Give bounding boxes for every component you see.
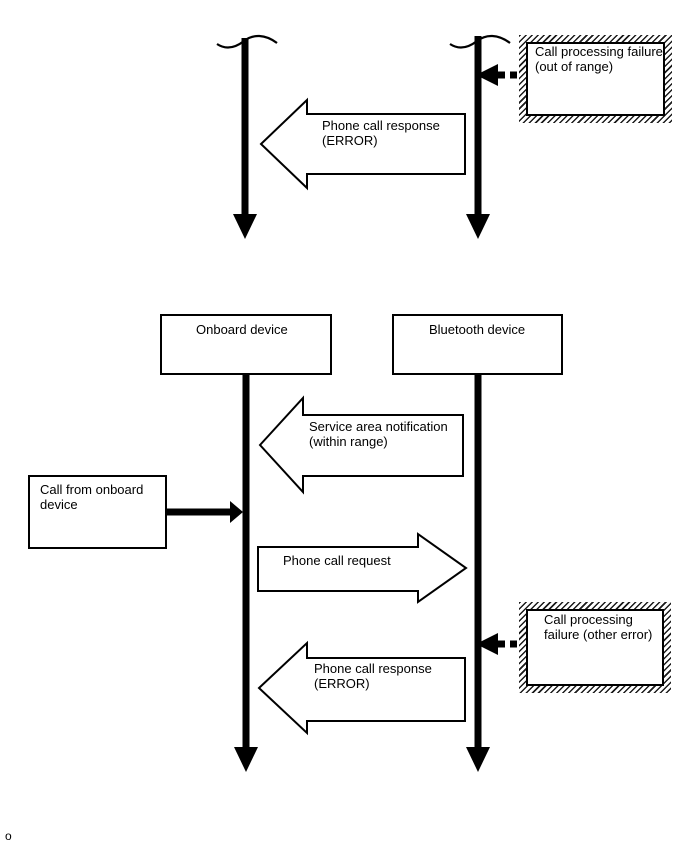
dashed-arrowhead-left-icon [476, 633, 498, 655]
arrow-label-line: (within range) [309, 434, 388, 449]
response-error-top-label: Phone call response (ERROR) [322, 118, 440, 148]
solid-arrowhead-right-icon [230, 501, 243, 523]
lifeline-arrowhead-down-icon [233, 214, 257, 239]
call-from-onboard-note-box [28, 475, 167, 549]
arrow-label-line: Phone call response [314, 661, 432, 676]
note-line: Call from onboard [40, 482, 144, 497]
message-arrow-response-error-bottom [257, 640, 466, 736]
arrow-label-line: Service area notification [309, 419, 448, 434]
response-error-bottom-label: Phone call response (ERROR) [314, 661, 432, 691]
lifeline-arrowhead-down-icon [466, 747, 490, 772]
hatched-note-inner [526, 609, 664, 686]
hatched-note-out-of-range [519, 35, 672, 123]
message-arrow-request [257, 532, 468, 604]
arrow-label-line: (ERROR) [314, 676, 370, 691]
note-line: Call processing [544, 612, 633, 627]
bluetooth-device-label: Bluetooth device [429, 322, 526, 337]
out-of-range-note-label: Call processing failure (out of range) [535, 44, 663, 74]
dashed-arrowhead-left-icon [476, 64, 498, 86]
hatched-note-other-error [519, 602, 671, 693]
lifeline-arrowhead-down-icon [234, 747, 258, 772]
bluetooth-device-box [392, 314, 563, 375]
service-area-label: Service area notification (within range) [309, 419, 448, 449]
arrow-label-line: Phone call response [322, 118, 440, 133]
note-line: Call processing failure [535, 44, 663, 59]
call-from-onboard-label: Call from onboard device [40, 482, 143, 512]
note-line: (out of range) [535, 59, 614, 74]
other-error-note-label: Call processing failure (other error) [544, 612, 652, 642]
hatched-note-inner [526, 42, 665, 116]
arrow-label-line: (ERROR) [322, 133, 378, 148]
footer-mark: o [5, 829, 12, 843]
onboard-device-label: Onboard device [196, 322, 288, 337]
message-arrow-service-area [258, 395, 464, 495]
lifeline-arrowhead-down-icon [466, 214, 490, 239]
note-line: device [40, 497, 78, 512]
onboard-device-box [160, 314, 332, 375]
break-mark-icon [449, 34, 511, 49]
message-arrow-response-error-top [259, 97, 466, 191]
break-mark-icon [216, 34, 278, 49]
note-line: failure (other error) [544, 627, 653, 642]
request-label: Phone call request [283, 553, 391, 568]
